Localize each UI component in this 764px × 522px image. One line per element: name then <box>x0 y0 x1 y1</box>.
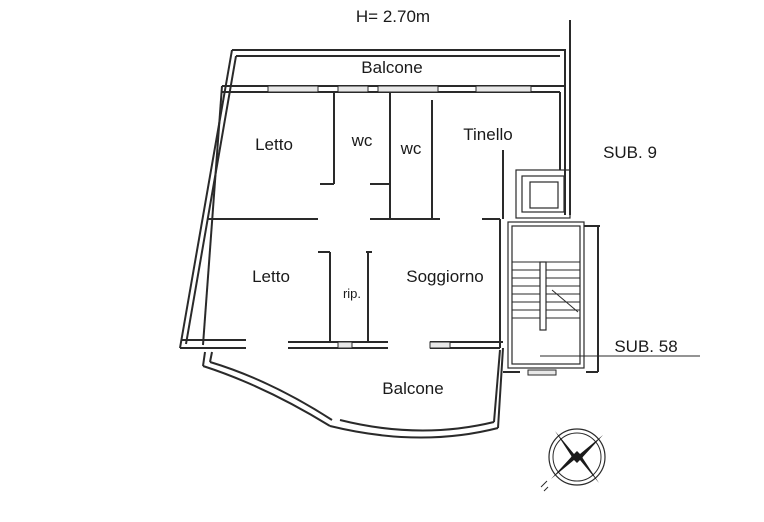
windows <box>267 85 557 376</box>
room-label-soggiorno: Soggiorno <box>406 267 484 286</box>
interior-walls <box>208 92 504 348</box>
height-label: H= 2.70m <box>356 7 430 26</box>
room-label-balcone-top: Balcone <box>361 58 422 77</box>
room-label-wc-right: wc <box>400 139 422 158</box>
room-label-balcone-bottom: Balcone <box>382 379 443 398</box>
neighbor-label-sub-9: SUB. 9 <box>603 143 657 162</box>
room-label-wc-left: wc <box>351 131 373 150</box>
room-label-letto-bottom: Letto <box>252 267 290 286</box>
room-label-ripostiglio: rip. <box>343 286 361 301</box>
compass-rose-icon <box>540 428 606 492</box>
elevator-stair-core <box>503 169 600 373</box>
neighbor-label-sub-58: SUB. 58 <box>614 337 677 356</box>
room-label-letto-top: Letto <box>255 135 293 154</box>
room-label-tinello: Tinello <box>463 125 512 144</box>
lower-balcony <box>202 347 504 439</box>
